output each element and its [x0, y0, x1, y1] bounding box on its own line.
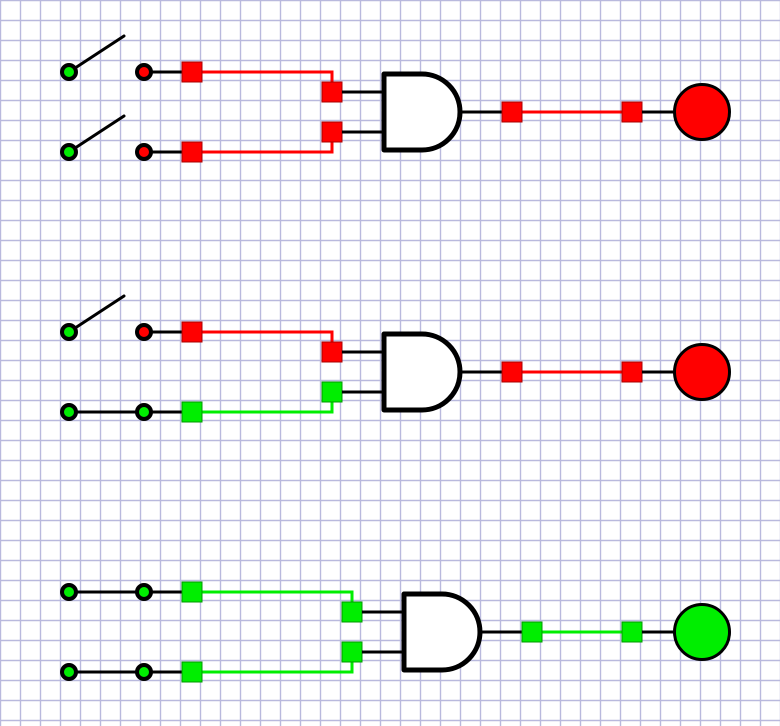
switch-terminal-output [135, 143, 153, 161]
switch-terminal-output [135, 583, 153, 601]
switch-output-port [181, 401, 203, 423]
gate-input-port [341, 641, 363, 663]
switch-output-port [181, 661, 203, 683]
toggle-switch[interactable] [60, 403, 153, 421]
gate-input-port [321, 121, 343, 143]
gate-output-port [501, 101, 523, 123]
switch-output-port [181, 581, 203, 603]
signal-wire [192, 330, 334, 352]
signal-wire [192, 392, 334, 414]
signal-wire [192, 652, 354, 674]
toggle-switch[interactable] [60, 583, 153, 601]
circuits-layer [60, 34, 731, 683]
switch-lever-open[interactable] [67, 294, 126, 334]
and-circuit-2 [60, 294, 731, 423]
switch-terminal-source [60, 63, 78, 81]
gate-input-port [321, 341, 343, 363]
switch-terminal-source [60, 583, 78, 601]
gate-output-port [521, 621, 543, 643]
gate-input-port [321, 381, 343, 403]
gate-input-port [321, 81, 343, 103]
lamp-input-port [621, 621, 643, 643]
switch-lever-open[interactable] [67, 114, 126, 154]
switch-terminal-output [135, 403, 153, 421]
and-gate[interactable] [381, 71, 463, 153]
switch-terminal-source [60, 143, 78, 161]
switch-terminal-output [135, 323, 153, 341]
output-lamp [673, 343, 731, 401]
lamp-input-port [621, 101, 643, 123]
toggle-switch[interactable] [60, 294, 153, 341]
and-gate[interactable] [381, 331, 463, 413]
and-gate[interactable] [401, 591, 483, 673]
switch-output-port [181, 321, 203, 343]
signal-wire [192, 590, 354, 612]
output-lamp [673, 603, 731, 661]
switch-terminal-source [60, 663, 78, 681]
and-circuit-3 [60, 581, 731, 683]
gate-input-port [341, 601, 363, 623]
and-circuit-1 [60, 34, 731, 163]
switch-terminal-source [60, 323, 78, 341]
switch-terminal-output [135, 63, 153, 81]
switch-terminal-source [60, 403, 78, 421]
signal-wire [192, 132, 334, 154]
switch-terminal-output [135, 663, 153, 681]
toggle-switch[interactable] [60, 663, 153, 681]
signal-wire [192, 70, 334, 92]
toggle-switch[interactable] [60, 114, 153, 161]
lamp-input-port [621, 361, 643, 383]
switch-output-port [181, 141, 203, 163]
switch-output-port [181, 61, 203, 83]
gate-output-port [501, 361, 523, 383]
switch-lever-open[interactable] [67, 34, 126, 74]
output-lamp [673, 83, 731, 141]
toggle-switch[interactable] [60, 34, 153, 81]
